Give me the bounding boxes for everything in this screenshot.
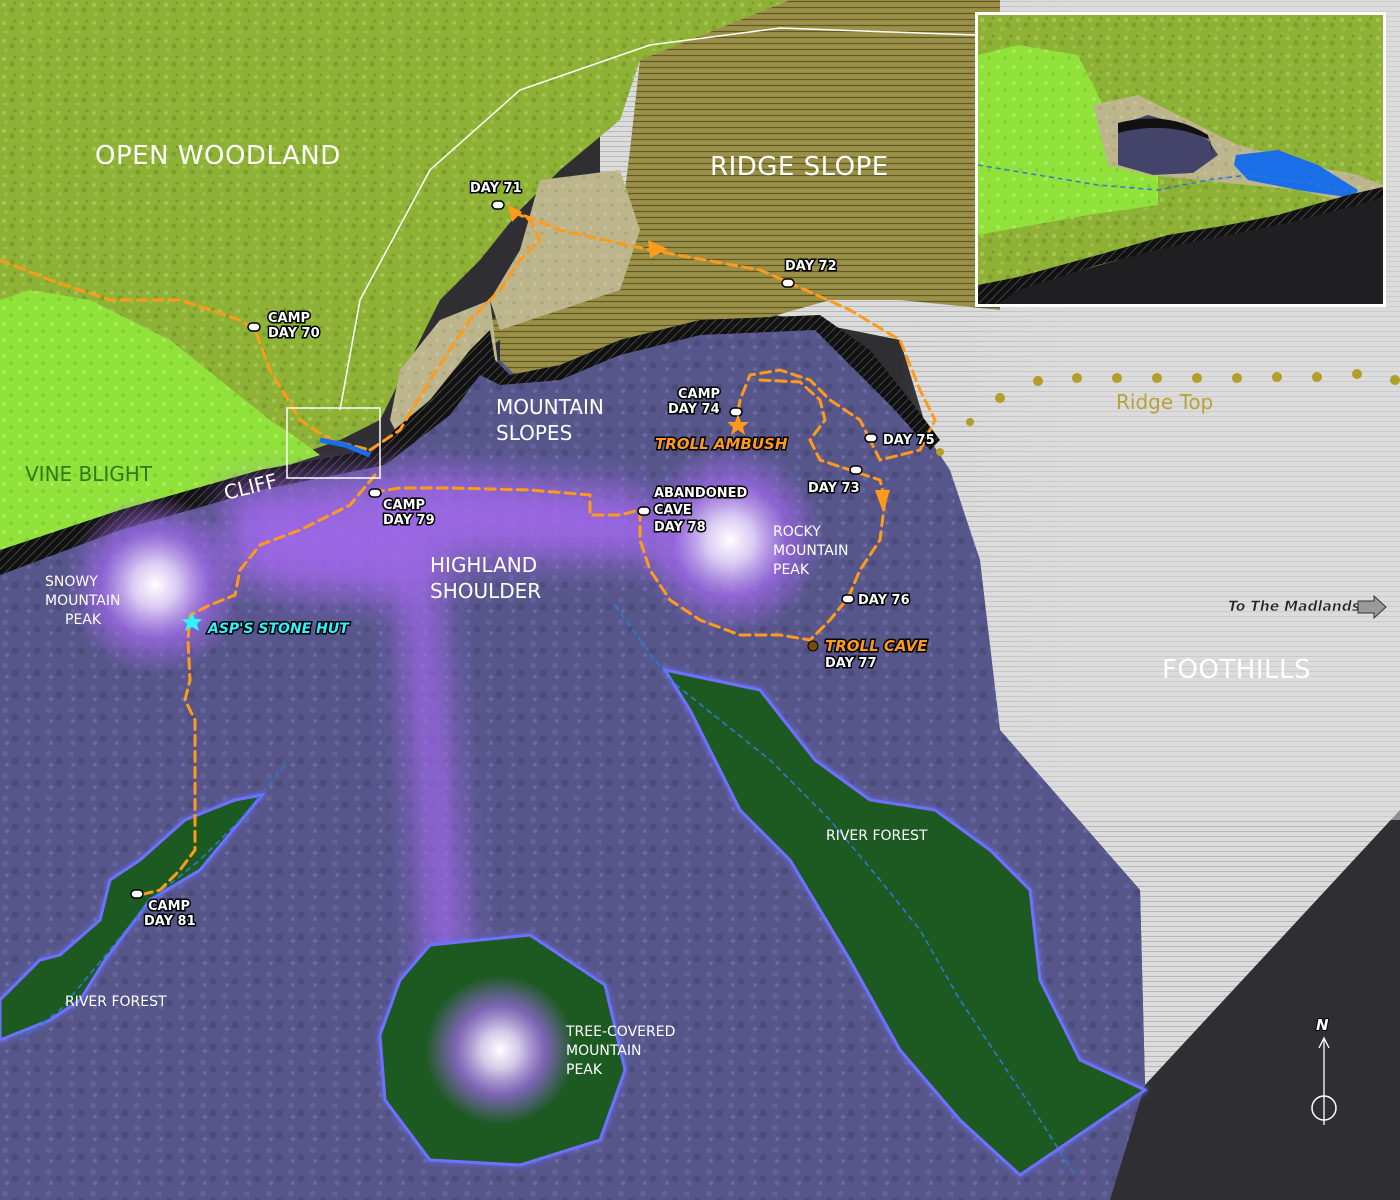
compass: N [1311, 1015, 1337, 1125]
label-mountain-slopes-2: SLOPES [496, 421, 572, 445]
label-day72: DAY 72 [785, 259, 837, 274]
route-arrow-north [508, 205, 522, 222]
label-tree-peak-2: MOUNTAIN [566, 1043, 641, 1059]
rocky-peak-glow [635, 445, 825, 635]
inset-callout-line [339, 27, 976, 411]
vine-blight-region [0, 290, 320, 550]
label-day77: DAY 77 [825, 656, 877, 671]
label-day73: DAY 73 [808, 481, 860, 496]
troll-ambush-star [727, 414, 749, 435]
label-asp-hut: ASP'S STONE HUT [207, 621, 350, 637]
snowy-peak-glow [65, 495, 245, 675]
route-arrow-south [875, 490, 890, 512]
label-rocky-peak-1: ROCKY [773, 524, 821, 540]
stream-west [19, 764, 286, 1041]
route-arrow-east [648, 240, 668, 258]
label-day70-camp: CAMP [268, 311, 310, 326]
label-river-forest-west: RIVER FOREST [65, 994, 167, 1010]
label-open-woodland: OPEN WOODLAND [95, 141, 341, 171]
label-day70: DAY 70 [268, 326, 320, 341]
label-highland-shoulder-2: SHOULDER [430, 579, 541, 603]
label-highland-shoulder-1: HIGHLAND [430, 553, 537, 577]
label-tree-peak-1: TREE-COVERED [565, 1024, 675, 1040]
label-day79-camp: CAMP [383, 498, 425, 513]
label-day79: DAY 79 [383, 513, 435, 528]
arrow-right-icon [1357, 594, 1387, 620]
sand-patch-north [490, 170, 640, 330]
label-day78-3: DAY 78 [654, 520, 706, 535]
sand-patch-cliff [390, 300, 500, 440]
troll-cave-marker [807, 640, 819, 652]
label-mountain-slopes-1: MOUNTAIN [496, 395, 604, 419]
label-day78-1: ABANDONED [654, 486, 748, 501]
label-day71: DAY 71 [470, 181, 522, 196]
label-snowy-peak-3: PEAK [65, 612, 102, 628]
waypoint-markers [130, 200, 878, 899]
river-forest-west [0, 792, 266, 1042]
madlands-exit-arrow[interactable]: To The Madlands [1228, 594, 1387, 620]
waypoint-labels: CAMP DAY 70 DAY 71 DAY 72 DAY 73 CAMP DA… [143, 180, 937, 931]
inset-map [975, 12, 1386, 307]
inset-marker-box [286, 407, 381, 479]
label-rocky-peak-3: PEAK [773, 562, 810, 578]
label-day78-2: CAVE [654, 503, 692, 518]
ridge-top-line [936, 369, 1400, 456]
compass-ring-icon [1311, 1095, 1337, 1121]
label-ridge-top: Ridge Top [1116, 390, 1213, 414]
label-tree-peak-3: PEAK [566, 1062, 603, 1078]
label-vine-blight: VINE BLIGHT [25, 462, 153, 486]
tree-peak-glow [425, 975, 575, 1125]
label-madlands: To The Madlands [1228, 599, 1360, 615]
label-day74-camp: CAMP [678, 387, 720, 402]
label-river-forest-east: RIVER FOREST [826, 828, 928, 844]
label-rocky-peak-2: MOUNTAIN [773, 543, 848, 559]
label-day76: DAY 76 [858, 593, 910, 608]
river-forest-east [661, 667, 1149, 1177]
asp-hut-star [182, 612, 202, 631]
label-day81: DAY 81 [144, 914, 196, 929]
label-troll-ambush: TROLL AMBUSH [655, 435, 788, 453]
compass-north-label: N [1316, 1016, 1329, 1034]
label-troll-cave: TROLL CAVE [825, 637, 928, 655]
label-foothills: FOOTHILLS [1162, 655, 1311, 685]
label-ridge-slope: RIDGE SLOPE [710, 152, 889, 182]
label-day74: DAY 74 [668, 402, 720, 417]
label-day81-camp: CAMP [148, 899, 190, 914]
label-snowy-peak-2: MOUNTAIN [45, 593, 120, 609]
mini-lake [319, 437, 371, 458]
north-arrow-icon [1318, 1036, 1330, 1049]
label-snowy-peak-1: SNOWY [45, 574, 98, 590]
label-day75: DAY 75 [883, 433, 935, 448]
ridge-slope-region [390, 0, 1000, 440]
cliff-band [0, 315, 940, 575]
stream-east [614, 604, 1076, 1176]
